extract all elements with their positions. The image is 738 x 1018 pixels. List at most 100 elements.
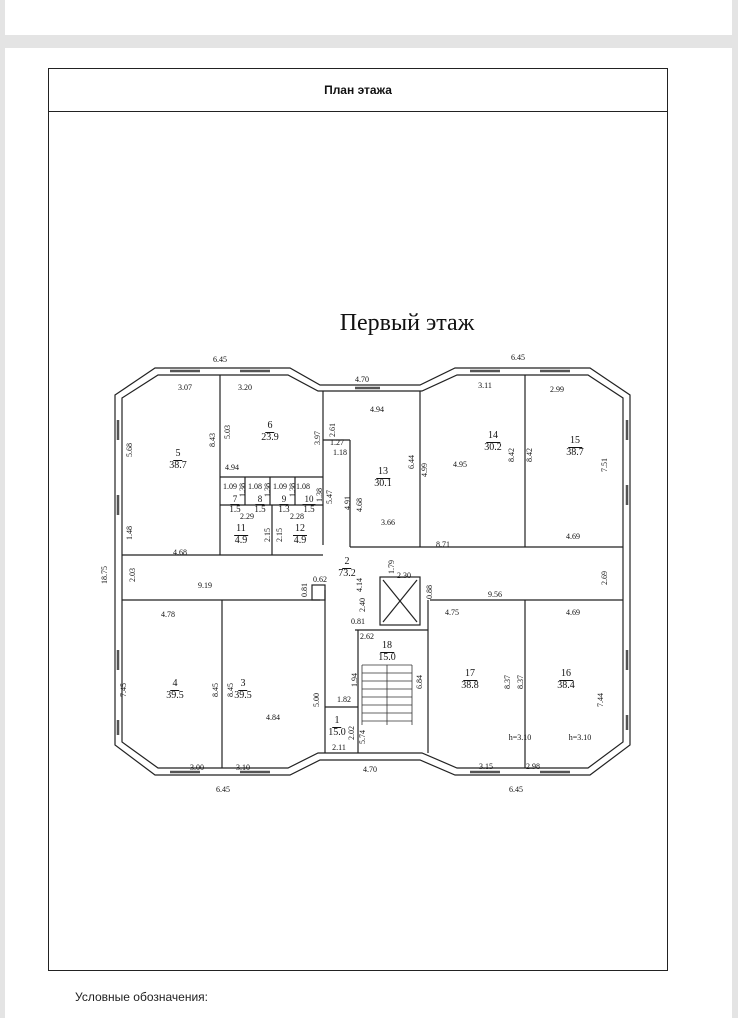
dimension-label: 4.84	[266, 713, 280, 722]
dimension-label: 0.81	[300, 583, 309, 597]
room-area: 15.0	[328, 726, 346, 738]
room-area: 23.9	[261, 431, 279, 443]
dimension-label: 1.08	[296, 482, 310, 491]
room-area: 1.5	[254, 504, 266, 515]
dimension-label: 4.14	[355, 578, 364, 592]
dimension-label: 1.08	[248, 482, 262, 491]
dimension-label: 3.97	[313, 431, 322, 445]
document-frame: План этажа	[48, 68, 668, 971]
dimension-label: 4.91	[343, 496, 352, 510]
room-area: 4.9	[293, 534, 307, 546]
dimension-label: 2.99	[550, 385, 564, 394]
staircase	[361, 664, 413, 725]
previous-page	[5, 0, 732, 35]
dimension-label: 5.47	[325, 490, 334, 504]
dimension-label: 18.75	[100, 566, 109, 584]
dimension-label: 0.62	[313, 575, 327, 584]
room-area: 1.3	[278, 504, 290, 515]
dimension-label: 0.88	[425, 585, 434, 599]
room-area: 4.9	[234, 534, 248, 546]
room-area: 39.5	[166, 689, 184, 701]
dimension-label: 8.37	[516, 675, 525, 689]
dimension-label: 5.00	[312, 693, 321, 707]
dimension-label: 0.81	[351, 617, 365, 626]
room-area: 1.5	[303, 504, 315, 515]
dimension-label: 4.75	[445, 608, 459, 617]
dimension-label: 8.37	[503, 675, 512, 689]
dimension-label: 8.71	[436, 540, 450, 549]
dimension-label: 8.42	[525, 448, 534, 462]
dimension-label: 2.98	[526, 762, 540, 771]
dimension-label: 5.68	[125, 443, 134, 457]
dimension-label: 3.66	[381, 518, 395, 527]
dimension-label: 8.43	[208, 433, 217, 447]
dimension-label: 3.10	[236, 763, 250, 772]
dimension-label: 9.19	[198, 581, 212, 590]
dimension-label: 5.74	[358, 730, 367, 744]
dimension-label: 4.70	[363, 765, 377, 774]
dimension-label: 2.69	[600, 571, 609, 585]
dimension-label: 4.70	[355, 375, 369, 384]
dimension-label: 4.68	[355, 498, 364, 512]
dimension-label: 3.11	[478, 381, 492, 390]
dimension-label: 4.94	[225, 463, 239, 472]
room-area: 38.8	[461, 679, 479, 691]
windows	[116, 369, 629, 774]
dimension-label: 3.15	[479, 762, 493, 771]
dimension-label: 1.38	[263, 483, 272, 497]
dimension-label: 1.38	[315, 488, 324, 502]
dimension-label: 6.45	[216, 785, 230, 794]
dimension-label: 2.02	[347, 726, 356, 740]
dimension-label: 1.09	[273, 482, 287, 491]
dimension-label: h=3.10	[508, 733, 532, 742]
room-area: 38.7	[566, 446, 584, 458]
dimension-label: 1.48	[125, 526, 134, 540]
dimension-label: 1.09	[223, 482, 237, 491]
dimension-label: 6.84	[415, 675, 424, 689]
dimension-label: 8.45	[211, 683, 220, 697]
dimension-label: 2.11	[332, 743, 346, 752]
room-area: 38.4	[557, 679, 575, 691]
dimension-label: 2.03	[128, 568, 137, 582]
dimension-label: 1.18	[333, 448, 347, 457]
dimension-label: h=3.10	[568, 733, 592, 742]
dimension-label: 8.42	[507, 448, 516, 462]
dimension-label: 7.51	[600, 458, 609, 472]
room-area: 39.5	[234, 689, 252, 701]
dimension-label: 4.99	[420, 463, 429, 477]
dimension-label: 1.38	[238, 483, 247, 497]
dimension-label: 3.20	[238, 383, 252, 392]
dimension-label: 1.79	[387, 560, 396, 574]
dimension-label: 2.15	[275, 528, 284, 542]
outer-wall-inner	[121, 374, 624, 769]
room-area: 38.7	[169, 459, 187, 471]
room-area: 30.2	[484, 441, 502, 453]
dimension-label: 9.56	[488, 590, 502, 599]
dimension-label: 5.03	[223, 425, 232, 439]
dimension-label: 2.28	[290, 512, 304, 521]
dimension-label: 1.82	[337, 695, 351, 704]
room-area: 73.2	[338, 567, 356, 579]
dimension-label: 3.07	[178, 383, 192, 392]
dimension-label: 1.38	[288, 483, 297, 497]
dimension-label: 1.94	[350, 673, 359, 687]
room-area: 15.0	[378, 651, 396, 663]
document-page	[5, 48, 732, 1018]
legend-title: Условные обозначения:	[75, 990, 208, 1004]
dimension-label: 4.69	[566, 608, 580, 617]
frame-header: План этажа	[49, 69, 667, 112]
plan-title: Первый этаж	[339, 310, 475, 336]
